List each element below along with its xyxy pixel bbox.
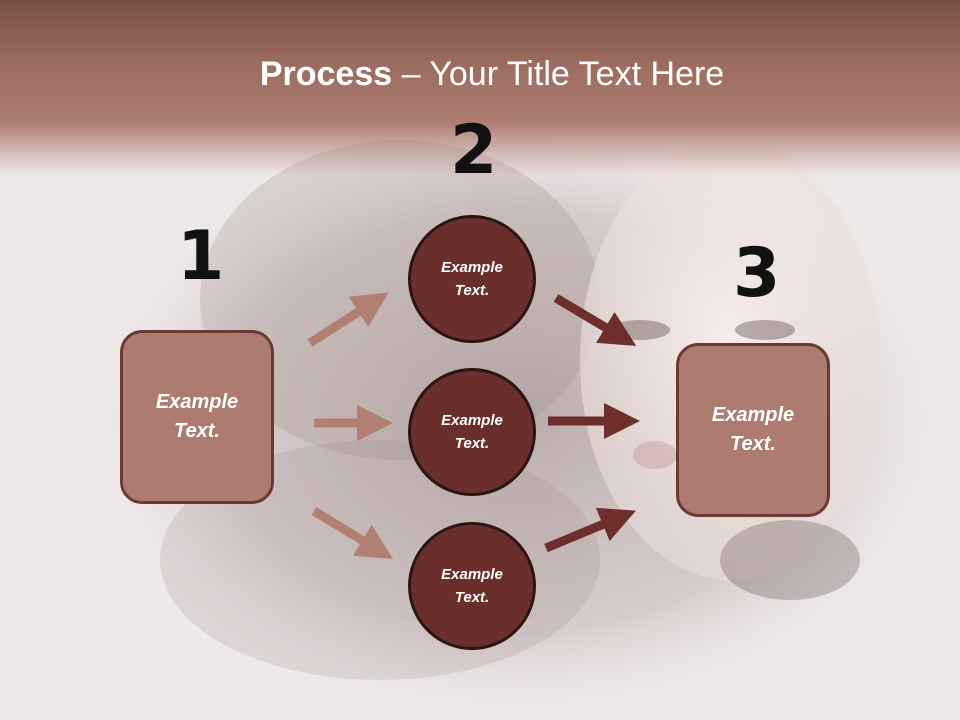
- circle-bottom-label: Example Text.: [441, 566, 503, 606]
- step-2-circle-bottom[interactable]: Example Text.: [408, 522, 536, 650]
- step-number-2: 2: [450, 111, 498, 190]
- step-1-box[interactable]: Example Text.: [120, 330, 274, 504]
- step-2-circle-middle[interactable]: Example Text.: [408, 368, 536, 496]
- step-3-box[interactable]: Example Text.: [676, 343, 830, 517]
- step-3-label: Example Text.: [711, 404, 795, 455]
- step-number-3: 3: [733, 234, 781, 313]
- header-band: [0, 0, 960, 175]
- arrow-step1-to-bottom: [311, 507, 394, 560]
- title-bold: Process: [259, 55, 393, 93]
- step-1-label: Example Text.: [155, 391, 239, 442]
- circle-top-label: Example Text.: [441, 259, 503, 299]
- arrow-step1-to-top: [307, 292, 389, 347]
- arrow-top-to-step3: [553, 294, 637, 346]
- arrow-bottom-to-step3: [544, 507, 636, 553]
- step-2-circle-top[interactable]: Example Text.: [408, 215, 536, 343]
- circle-middle-label: Example Text.: [441, 412, 503, 452]
- title-rest: – Your Title Text Here: [392, 55, 725, 93]
- slide-title: Process – Your Title Text Here: [0, 52, 960, 96]
- step-number-1: 1: [177, 217, 225, 296]
